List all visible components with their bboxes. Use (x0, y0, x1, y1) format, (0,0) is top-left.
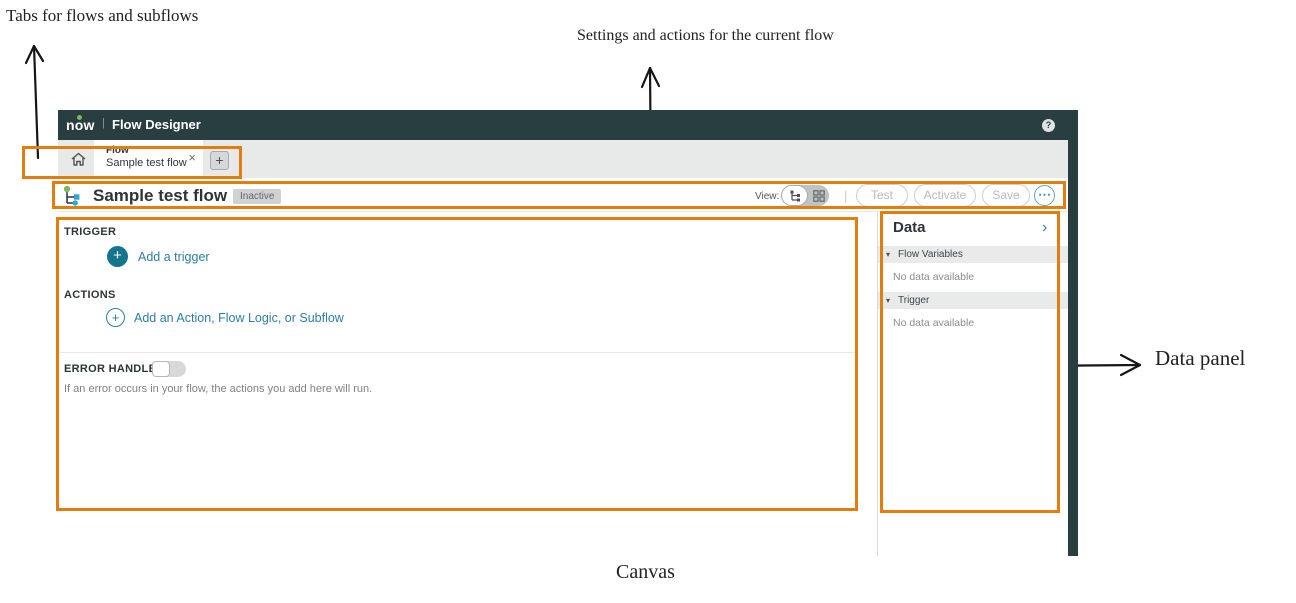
flow-view-icon (790, 190, 800, 201)
window-edge-strip (1068, 110, 1078, 556)
add-trigger-link[interactable]: Add a trigger (138, 250, 210, 264)
toggle-knob (152, 361, 170, 377)
canvas-section-divider (57, 352, 857, 353)
section-trigger[interactable]: ▾ Trigger (878, 292, 1068, 309)
add-trigger-plus-icon[interactable]: + (107, 246, 128, 267)
diagram-view-icon (812, 189, 825, 202)
view-diagram-segment[interactable] (808, 185, 829, 206)
annotation-settings-label: Settings and actions for the current flo… (577, 27, 834, 44)
view-mode-toggle[interactable] (781, 185, 829, 206)
servicenow-logo: now (66, 117, 95, 133)
status-badge: Inactive (233, 189, 282, 204)
activate-button[interactable]: Activate (914, 184, 976, 207)
trigger-empty-text: No data available (893, 317, 975, 329)
collapse-panel-chevron-icon[interactable]: › (1042, 219, 1048, 236)
view-label: View: (755, 191, 780, 202)
add-action-link[interactable]: Add an Action, Flow Logic, or Subflow (134, 311, 344, 325)
toolbar-divider: | (844, 188, 848, 203)
tab-name-label: Sample test flow (106, 157, 187, 169)
save-button[interactable]: Save (982, 184, 1030, 207)
home-icon (71, 152, 85, 166)
more-actions-button[interactable]: ⋯ (1034, 185, 1055, 206)
annotation-tabs-label: Tabs for flows and subflows (6, 6, 199, 25)
app-title: Flow Designer (112, 117, 201, 132)
close-tab-icon[interactable]: × (188, 150, 196, 165)
caret-down-icon: ▾ (886, 250, 891, 259)
actions-heading: ACTIONS (64, 289, 116, 301)
flow-title: Sample test flow (93, 186, 228, 205)
view-flow-segment[interactable] (781, 185, 808, 206)
flow-icon (63, 185, 80, 206)
home-tab-button[interactable] (60, 140, 96, 178)
flow-variables-empty-text: No data available (893, 271, 975, 283)
tab-type-label: Flow (106, 145, 129, 156)
test-button[interactable]: Test (856, 184, 908, 207)
error-handler-toggle[interactable] (152, 361, 186, 377)
section-label: Trigger (898, 295, 930, 306)
tab-sample-test-flow[interactable]: Flow Sample test flow × (94, 140, 203, 178)
data-panel (877, 212, 1068, 556)
error-handler-heading: ERROR HANDLER (64, 363, 165, 375)
caret-down-icon: ▾ (886, 296, 891, 305)
annotation-data-panel-label: Data panel (1155, 346, 1246, 370)
logo-accent-dot (77, 115, 82, 120)
annotation-canvas-label: Canvas (616, 561, 675, 583)
add-action-plus-icon[interactable]: + (106, 308, 125, 327)
section-label: Flow Variables (898, 249, 963, 260)
help-icon[interactable]: ? (1042, 119, 1055, 132)
trigger-heading: TRIGGER (64, 226, 117, 238)
app-header-bar (58, 110, 1068, 140)
error-handler-description: If an error occurs in your flow, the act… (64, 383, 373, 395)
new-tab-button[interactable]: + (210, 151, 229, 170)
data-panel-title: Data (893, 219, 926, 236)
annotation-arrow-up-tabs (24, 44, 45, 160)
section-flow-variables[interactable]: ▾ Flow Variables (878, 246, 1068, 263)
flow-canvas (58, 212, 877, 556)
header-divider: | (102, 117, 105, 129)
